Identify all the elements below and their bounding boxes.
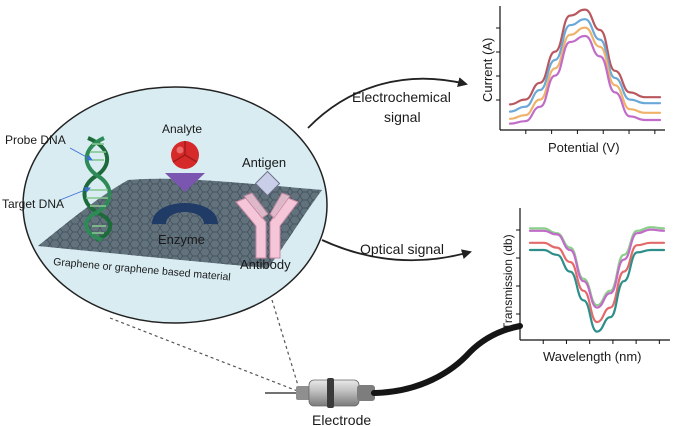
enzyme-label: Enzyme: [158, 232, 205, 247]
enzyme-icon: [152, 203, 218, 224]
chart0-series-2: [508, 26, 662, 120]
chart1-series-1: [528, 228, 666, 309]
chart0-series-0: [508, 8, 662, 106]
electrochemical-arrow: [307, 77, 468, 129]
electrode-label: Electrode: [312, 412, 371, 426]
electrochemical-label-line1: Electrochemical: [352, 89, 451, 105]
electrode-icon: [265, 323, 523, 408]
optical-label: Optical signal: [360, 241, 444, 257]
chart0-series-1: [508, 18, 662, 113]
chart1-xlabel: Wavelength (nm): [543, 349, 642, 364]
target-dna-label: Target DNA: [2, 197, 64, 211]
antigen-label: Antigen: [242, 155, 286, 170]
probe-dna-label: Probe DNA: [5, 133, 66, 147]
electrochemical-chart: Current (A) Potential (V): [480, 6, 665, 155]
probe-pointer: [69, 147, 93, 161]
chart0-series-3: [508, 34, 662, 125]
chart0-ylabel: Current (A): [480, 38, 495, 102]
dna-helix-icon: [82, 136, 112, 242]
antibody-label: Antibody: [240, 257, 291, 272]
chart0-xlabel: Potential (V): [548, 140, 620, 155]
chart1-series-0: [528, 226, 666, 307]
optical-arrow: [321, 239, 472, 262]
target-pointer: [59, 187, 91, 201]
analyte-icon: [171, 141, 199, 169]
zoom-line-right: [271, 299, 301, 393]
zoom-line-left: [109, 317, 301, 393]
antigen-icon: [254, 170, 281, 197]
chart1-series-2: [528, 241, 666, 324]
chart1-ylabel: Transmission (db): [501, 234, 515, 330]
chart1-series-3: [528, 248, 666, 333]
electrochemical-label-line2: signal: [384, 109, 421, 125]
receptor-triangle-icon: [165, 173, 205, 192]
antibody-icon: [235, 192, 299, 259]
analyte-label: Analyte: [162, 122, 202, 136]
optical-chart: Transmission (db) Wavelength (nm): [501, 208, 670, 364]
